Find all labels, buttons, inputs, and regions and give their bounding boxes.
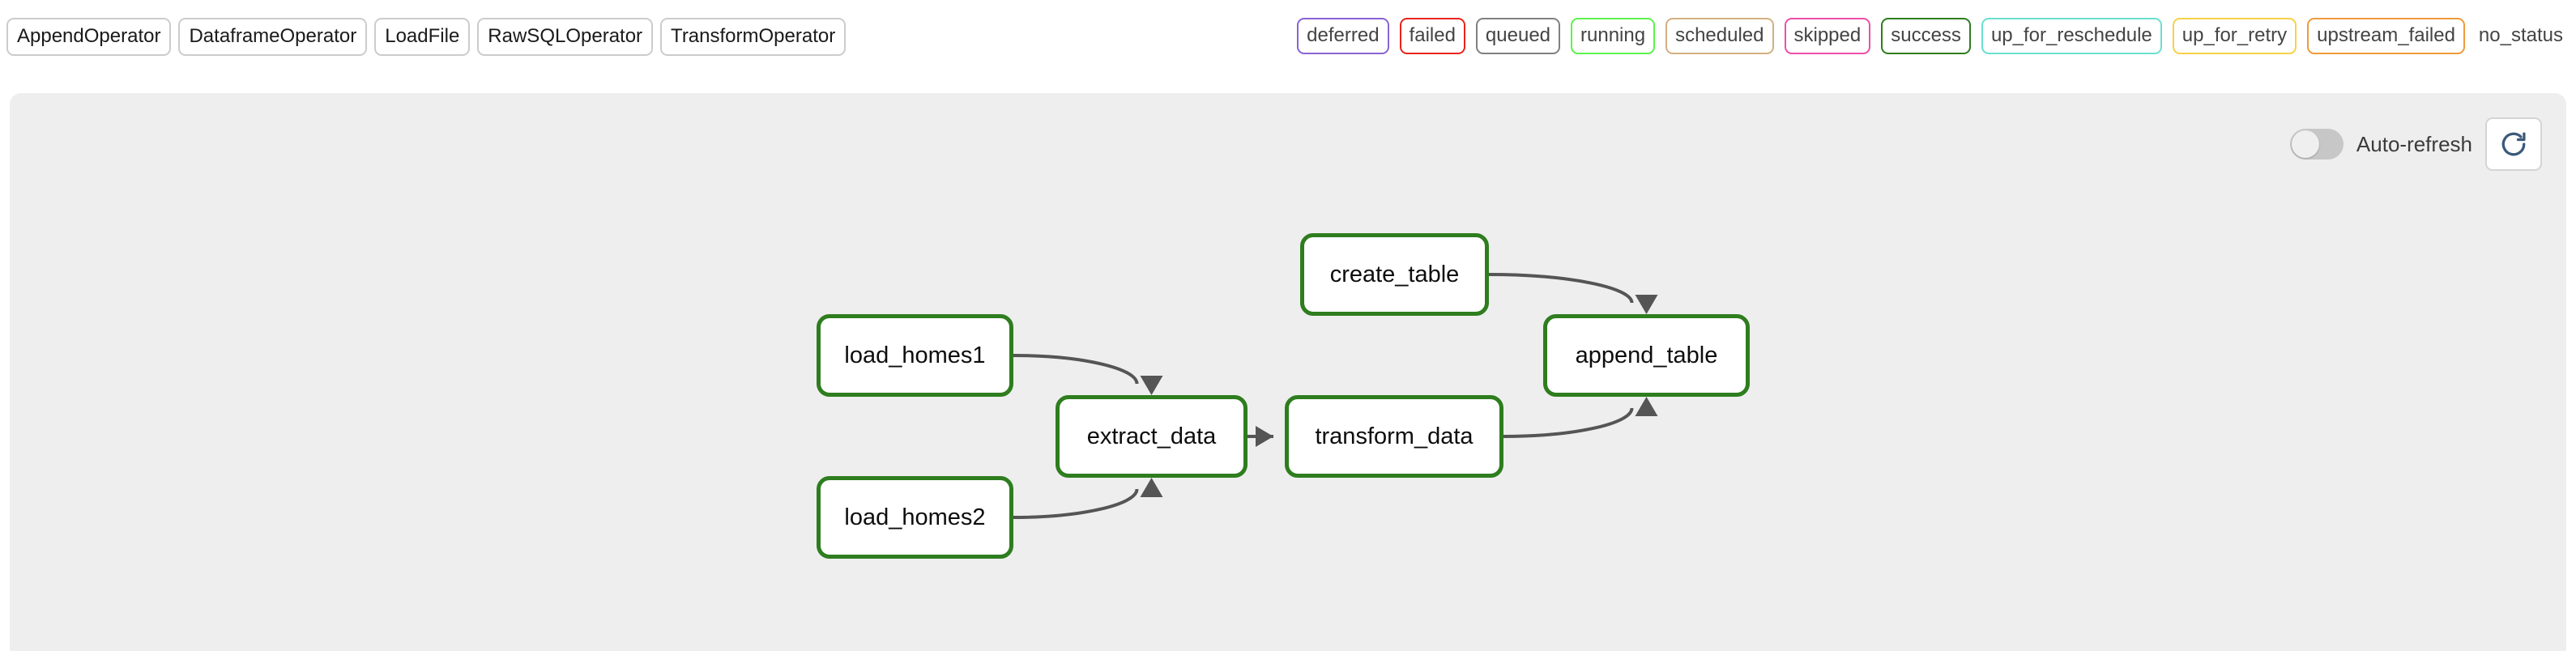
status-badge-running[interactable]: running	[1571, 18, 1656, 54]
refresh-icon	[2501, 132, 2526, 156]
dag-node-label: extract_data	[1086, 423, 1217, 449]
status-badge-skipped[interactable]: skipped	[1784, 18, 1871, 54]
status-badge-upstream_failed[interactable]: upstream_failed	[2307, 18, 2465, 54]
dag-edges-layer	[1013, 273, 1658, 519]
status-badge-deferred[interactable]: deferred	[1297, 18, 1389, 54]
operator-badge[interactable]: DataframeOperator	[178, 18, 368, 56]
dag-edge-arrowhead	[1256, 426, 1273, 447]
status-badge-up_for_reschedule[interactable]: up_for_reschedule	[1981, 18, 2162, 54]
operator-badge[interactable]: RawSQLOperator	[477, 18, 654, 56]
dag-edge-transform_data-to-append_table	[1503, 407, 1634, 438]
dag-node-load_homes2[interactable]: load_homes2	[817, 476, 1013, 559]
dag-node-label: transform_data	[1315, 423, 1474, 449]
dag-node-label: load_homes2	[844, 504, 986, 530]
dag-node-create_table[interactable]: create_table	[1300, 233, 1489, 316]
status-badge-scheduled[interactable]: scheduled	[1665, 18, 1774, 54]
dag-graph-canvas[interactable]: load_homes1 load_homes2 extract_data transf…	[10, 93, 2566, 651]
status-badge-up_for_retry[interactable]: up_for_retry	[2172, 18, 2297, 54]
dag-node-label: load_homes1	[844, 342, 986, 368]
dag-edge-load_homes1-to-extract_data	[1013, 354, 1139, 385]
dag-edge-arrowhead	[1140, 376, 1163, 395]
dag-node-label: create_table	[1329, 261, 1460, 287]
status-badge-queued[interactable]: queued	[1475, 18, 1561, 54]
operator-badge[interactable]: TransformOperator	[660, 18, 847, 56]
operator-badge[interactable]: AppendOperator	[6, 18, 172, 56]
graph-controls: Auto-refresh	[2289, 117, 2542, 171]
auto-refresh-label: Auto-refresh	[2356, 131, 2472, 156]
dag-node-extract_data[interactable]: extract_data	[1056, 395, 1247, 478]
status-badge-failed[interactable]: failed	[1399, 18, 1465, 54]
dag-edge-arrowhead	[1635, 295, 1658, 314]
status-badge-success[interactable]: success	[1881, 18, 1971, 54]
dag-edge-load_homes2-to-extract_data	[1013, 488, 1139, 519]
refresh-button[interactable]	[2485, 117, 2542, 171]
dag-edge-arrowhead	[1140, 478, 1163, 497]
status-badge-no_status: no_status	[2475, 18, 2566, 54]
operator-badge[interactable]: LoadFile	[374, 18, 471, 56]
dag-node-append_table[interactable]: append_table	[1543, 314, 1750, 397]
dag-node-transform_data[interactable]: transform_data	[1285, 395, 1503, 478]
dag-edge-arrowhead	[1635, 397, 1658, 416]
dag-node-label: append_table	[1575, 342, 1718, 368]
dag-edge-create_table-to-append_table	[1488, 273, 1634, 304]
dag-node-load_homes1[interactable]: load_homes1	[817, 314, 1013, 397]
toggle-knob	[2291, 130, 2319, 158]
auto-refresh-toggle[interactable]	[2289, 129, 2344, 160]
